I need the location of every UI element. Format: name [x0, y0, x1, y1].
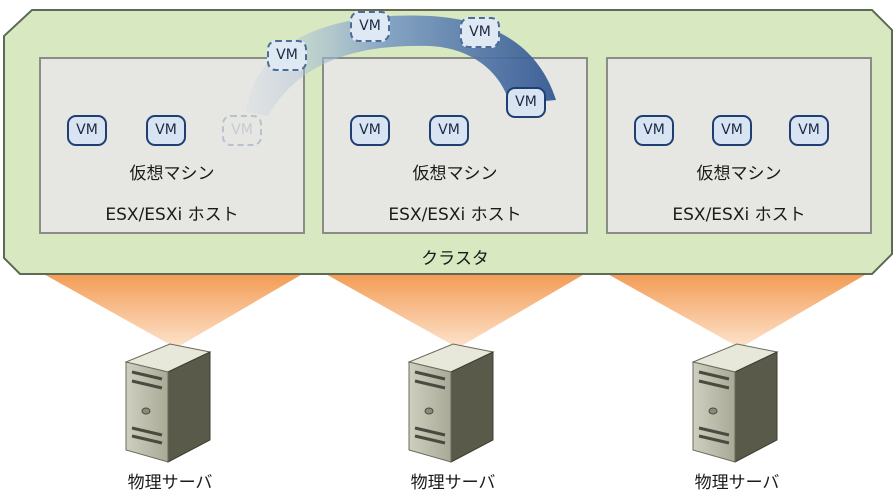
host1-vm-departed: VM	[222, 115, 262, 146]
server2-label: 物理サーバ	[410, 473, 496, 493]
host1-vm-1: VM	[67, 115, 107, 146]
host1-host-caption: ESX/ESXi ホスト	[105, 205, 239, 225]
cluster-label: クラスタ	[421, 249, 489, 269]
migrated-vm: VM	[506, 87, 546, 118]
host1-vm-caption: 仮想マシン	[129, 164, 215, 184]
migrating-vm-ghost-1: VM	[267, 40, 307, 71]
host3-vm-3: VM	[789, 115, 829, 146]
projection-beam-2	[322, 272, 588, 348]
projection-beam-1	[40, 272, 306, 348]
host2-vm-1: VM	[350, 115, 390, 146]
host3-vm-caption: 仮想マシン	[696, 164, 782, 184]
host2-vm-2: VM	[429, 115, 469, 146]
physical-server-3	[691, 343, 779, 463]
host3-vm-1: VM	[634, 115, 674, 146]
server1-label: 物理サーバ	[127, 473, 213, 493]
physical-server-2	[407, 343, 495, 463]
migrating-vm-ghost-3: VM	[460, 17, 500, 48]
host2-vm-caption: 仮想マシン	[412, 164, 498, 184]
host3-host-caption: ESX/ESXi ホスト	[672, 205, 806, 225]
migrating-vm-ghost-2: VM	[350, 11, 390, 42]
projection-beam-3	[604, 272, 870, 348]
host2-host-caption: ESX/ESXi ホスト	[388, 205, 522, 225]
server3-label: 物理サーバ	[694, 473, 780, 493]
physical-server-1	[124, 343, 212, 463]
host1-vm-2: VM	[146, 115, 186, 146]
host3-vm-2: VM	[712, 115, 752, 146]
